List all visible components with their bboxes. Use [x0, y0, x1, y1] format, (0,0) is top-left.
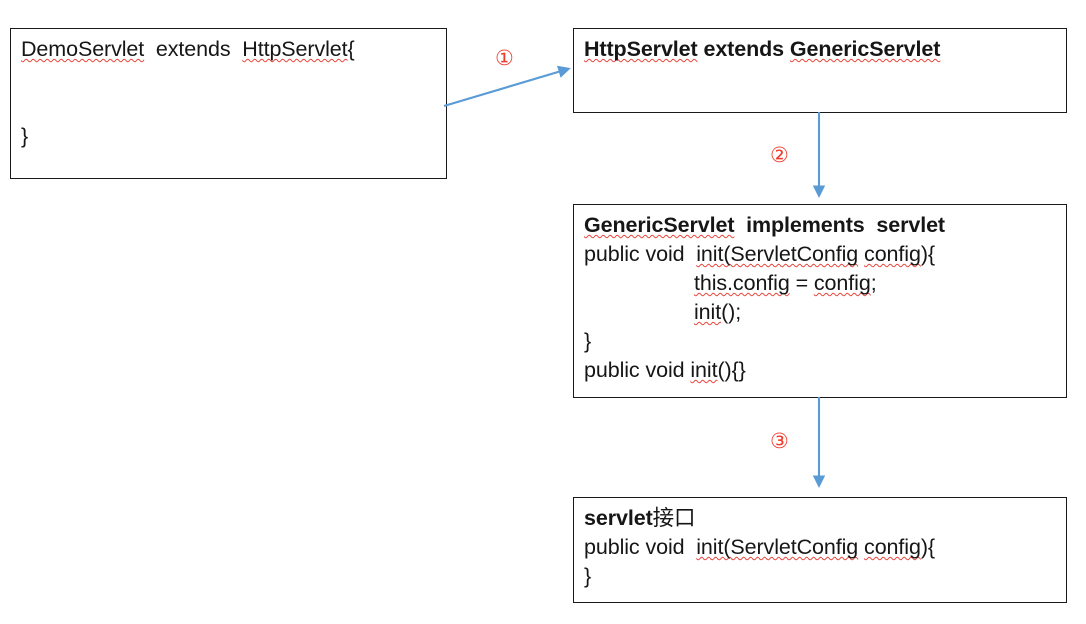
brace-open: { [347, 37, 355, 61]
step-marker-3: ③ [770, 429, 789, 453]
keyword-extends: extends [144, 37, 243, 61]
arrow-generic-to-servlet [812, 397, 826, 488]
identifier-httpservlet: HttpServlet [242, 37, 348, 61]
param-config: config [864, 242, 921, 266]
code-line: this.config = config; [584, 269, 1066, 298]
field-this-config: this.config [694, 271, 790, 295]
code-line: } [21, 124, 29, 148]
code-line: HttpServlet extends GenericServlet [584, 35, 1066, 64]
empty-body: (){} [717, 358, 746, 382]
code-line-blank [21, 64, 446, 93]
identifier-httpservlet: HttpServlet [584, 37, 698, 61]
label-interface-cjk: 接口 [652, 506, 696, 530]
param-config: config [864, 535, 921, 559]
box-servlet-interface[interactable]: servlet接口 public void init(ServletConfig… [573, 497, 1067, 603]
modifier-public-void: public void [584, 242, 697, 266]
arrow-http-to-generic [812, 112, 826, 198]
code-line: } [584, 329, 592, 353]
code-line: public void init(ServletConfig config){ [584, 533, 1066, 562]
identifier-genericservlet: GenericServlet [789, 37, 941, 61]
method-init: init [690, 358, 718, 382]
method-init-servletconfig: init(ServletConfig [696, 535, 859, 559]
keyword-extends: extends [697, 37, 790, 61]
method-init-servletconfig: init(ServletConfig [696, 242, 859, 266]
code-line: DemoServlet extends HttpServlet{ [21, 35, 446, 64]
keyword-implements-servlet: implements servlet [734, 213, 945, 237]
code-line: init(); [584, 298, 1066, 327]
identifier-demoservlet: DemoServlet [21, 37, 145, 61]
call-parens: (); [721, 300, 742, 324]
step-marker-2: ② [770, 143, 789, 167]
code-line: public void init(){} [584, 356, 1066, 385]
code-line: public void init(ServletConfig config){ [584, 240, 1066, 269]
box-generic-servlet[interactable]: GenericServlet implements servlet public… [573, 204, 1067, 398]
step-marker-1: ① [495, 46, 514, 70]
code-line: } [584, 564, 592, 588]
operator-assign: = [789, 271, 814, 295]
param-config: config [813, 271, 871, 295]
code-line: servlet接口 [584, 504, 1066, 533]
identifier-servlet: servlet [584, 506, 653, 530]
brace-open: ){ [920, 535, 935, 559]
modifier-public-void: public void [584, 535, 697, 559]
semicolon: ; [870, 271, 877, 295]
code-line: GenericServlet implements servlet [584, 211, 1066, 240]
identifier-genericservlet: GenericServlet [584, 213, 735, 237]
code-line-blank [21, 93, 446, 122]
modifier-public-void: public void [584, 358, 691, 382]
box-demo-servlet[interactable]: DemoServlet extends HttpServlet{ } [10, 28, 447, 179]
box-http-servlet[interactable]: HttpServlet extends GenericServlet [573, 28, 1067, 113]
method-init: init [694, 300, 722, 324]
brace-open: ){ [920, 242, 935, 266]
